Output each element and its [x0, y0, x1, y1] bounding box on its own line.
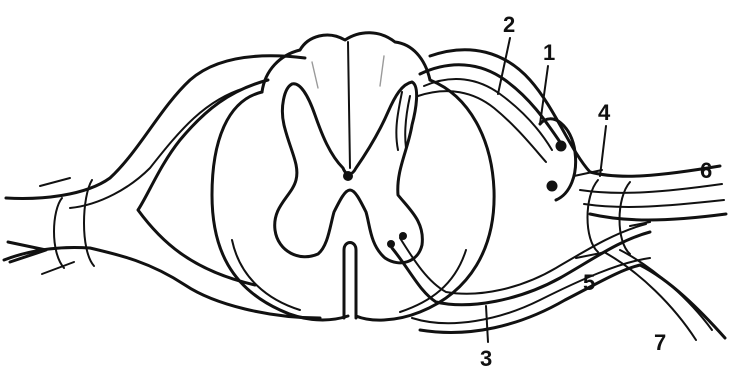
ventral-horn-neuron-2	[399, 232, 407, 240]
leader-2	[498, 38, 510, 94]
label-2: 2	[503, 12, 515, 37]
central-canal	[343, 171, 353, 181]
ventral-horn-neuron-1	[387, 240, 395, 248]
right-spinal-nerve	[387, 50, 726, 340]
ganglion-neuron-upper	[556, 141, 567, 152]
leader-4	[600, 126, 606, 176]
ganglion-neuron-lower	[547, 181, 558, 192]
label-1: 1	[543, 40, 555, 65]
spinal-cord	[212, 33, 494, 320]
label-5: 5	[583, 270, 595, 295]
label-7: 7	[654, 330, 666, 355]
leader-3	[486, 306, 488, 342]
label-6: 6	[700, 158, 712, 183]
left-spinal-nerve	[4, 56, 320, 318]
label-4: 4	[598, 100, 611, 125]
label-3: 3	[480, 346, 492, 371]
